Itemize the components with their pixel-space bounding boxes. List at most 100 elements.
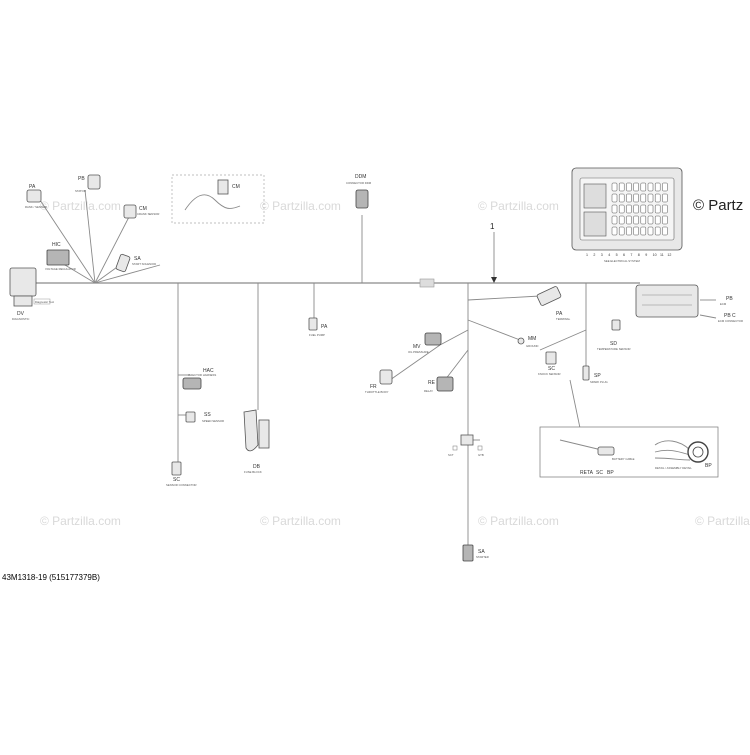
watermark-5: © Partzilla.com [260,514,341,528]
detail-box-bottom: RETA SC BP BATTERY CABLE DETAIL / ASSEMB… [539,426,719,478]
fuse-slot [647,204,654,214]
code-sd: SD [610,341,617,347]
desc-cm-2: CRANK SENSOR [137,212,159,216]
speed-sensor-connector [185,411,196,423]
desc-sp: SPARK PLUG [590,380,608,384]
desc-ss: SPEED SENSOR [202,419,224,423]
ecm-housing [635,284,699,318]
watermarks: © Partzilla.com © Partzilla.com © Partzi… [40,199,750,528]
fuse-slot [640,204,647,214]
fuse-slot [647,182,654,192]
junction-left-box [452,445,458,451]
callout-arrow-icon [491,277,497,283]
fuse-slot [611,204,618,214]
code-pb-1: PB [78,176,85,182]
code-fr: FR [370,384,377,390]
fuse-slot [633,215,639,225]
relay-slot [583,211,607,237]
fuse-number: 2 [593,253,595,257]
fuse-slot [640,226,647,236]
desc-sa-1: START SOLENOID [132,262,156,266]
code-bp-1: BP [607,470,614,476]
ecm-leader [699,314,717,319]
code-mv: MV [413,344,421,350]
desc-sa-2: STARTER [476,555,489,559]
branch-wire [39,199,96,284]
fuse-number: 5 [616,253,618,257]
junction-right-label: GTB [478,453,484,457]
detail-right-code: BP [705,463,712,469]
watermark-7: © Partzilla.com [695,514,750,528]
detail-wire [184,194,241,211]
callout-number: 1 [490,222,495,231]
code-pa-3: PA [556,311,563,317]
fuse-slot [654,215,661,225]
fuse-slot [654,182,661,192]
code-cm-2: CM [139,206,147,212]
connector-pa [26,189,42,203]
fuse-number: 12 [667,253,671,257]
code-ddm: DDM [355,174,366,180]
fuse-number: 6 [623,253,625,257]
fuse-slot [647,193,654,203]
fuse-block-housing [243,409,259,452]
fuse-slot [611,193,618,203]
desc-mv: OIL PRESSURE [408,350,429,354]
desc-pb-2: ECM [720,302,727,306]
diag-tag-label: Diagnostic Tool [35,300,54,304]
branch-wire [467,319,521,341]
fuse-number: 9 [645,253,647,257]
fuse-slot [611,182,618,192]
solenoid-connector [115,253,131,273]
ecm-ribs [642,294,692,306]
fuse-box-caption: SEE ELECTRICAL SYSTEM [604,259,640,263]
fuse-slot [654,204,661,214]
branch-wire [444,349,469,381]
fuel-pump-connector [308,317,318,331]
diagnostic-connector-body [13,295,33,307]
fuse-slot [633,226,639,236]
fuse-slot [611,215,618,225]
components-right-middle: MV OIL PRESSURE FR THROTTLE BODY RE RELA… [365,286,631,562]
watermark-4: © Partzilla.com [40,514,121,528]
code-cm-1: CM [232,184,240,190]
branch-wire [84,189,96,284]
sensor-connector-sc [171,461,182,476]
desc-db: FUSE BLOCK [244,470,262,474]
fuse-slot [654,226,661,236]
throttle-body-connector [379,369,393,385]
fuse-slot [640,193,647,203]
code-dv: DV [17,311,25,317]
ring-terminal-hole [692,446,704,458]
desc-pa-3: TERMINAL [556,317,571,321]
fuse-slot [662,193,668,203]
relay-slot [583,183,607,209]
detail-box-top: CM [171,174,265,224]
desc-re: RELAY [424,389,433,393]
code-re: RE [428,380,436,386]
branch-wire [59,261,96,284]
fuse-slot [662,182,668,192]
watermark-6: © Partzilla.com [478,514,559,528]
detail-connector [217,179,229,195]
fuse-slot [626,182,632,192]
desc-sc-2: KNOCK SENSOR [538,372,561,376]
regulator-module [46,249,70,266]
fuse-slot [640,215,647,225]
connector-cm [123,204,137,219]
code-sa-2: SA [478,549,485,555]
temp-sensor-connector [611,319,621,331]
branch-wire [467,295,541,301]
desc-pa-2: FUEL PUMP [309,333,325,337]
fuse-slot [626,215,632,225]
diag-tag [33,298,51,305]
brand-badge: © Partz [693,197,743,214]
ring-terminal-wires [654,440,691,461]
fuse-grid [583,182,668,237]
branch-wire [389,344,441,381]
oil-pressure-connector [424,332,442,346]
code-sc-3: SC [596,470,603,476]
code-mm: MM [528,336,536,342]
